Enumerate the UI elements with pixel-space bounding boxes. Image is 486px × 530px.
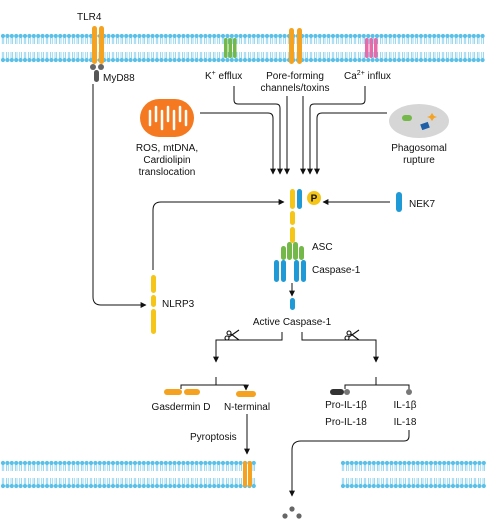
- nlrp3-inflammasome-complex: [290, 189, 302, 243]
- converging-arrows: [200, 86, 387, 175]
- mitochondrion-icon: [140, 99, 194, 137]
- pyroptosis-label: Pyroptosis: [190, 432, 237, 443]
- cleavage-branches: [213, 332, 379, 363]
- tlr4-label: TLR4: [77, 12, 102, 23]
- svg-text:P: P: [311, 194, 318, 205]
- myd88-label: MyD88: [103, 73, 135, 84]
- mature-cytokine: [406, 389, 412, 395]
- cytokine-bracket: [344, 377, 410, 390]
- nterminal-label: N-terminal: [224, 402, 270, 413]
- nek7-label: NEK7: [409, 199, 436, 210]
- scissors-icon-right: [344, 329, 360, 341]
- cytokine-release-arrow: [289, 430, 410, 497]
- asc-label: ASC: [312, 242, 333, 253]
- ros-label-1: ROS, mtDNA,: [136, 143, 198, 154]
- asc-adaptor: [281, 242, 304, 260]
- pore-forming-channel: [289, 28, 302, 64]
- ros-label-2: Cardiolipin: [143, 155, 190, 166]
- il1b-label: IL-1β: [394, 400, 417, 411]
- caspase1-label: Caspase-1: [312, 265, 361, 276]
- nterminal-fragment: [236, 391, 256, 397]
- plasma-membrane-bottom-right: [340, 460, 486, 489]
- nlrp3-to-inflammasome-arrow: [152, 199, 285, 270]
- pore-forming-label-2: channels/toxins: [261, 83, 330, 94]
- plasma-membrane-bottom-left: [0, 460, 256, 489]
- caspase1-zymogen: [274, 260, 306, 282]
- plasma-membrane-top: [0, 33, 485, 63]
- active-caspase1-protein: [290, 298, 295, 310]
- active-caspase1-label: Active Caspase-1: [253, 317, 332, 328]
- phagosomal-label-1: Phagosomal: [391, 143, 447, 154]
- gasdermin-d-protein: [164, 389, 200, 395]
- phagosome-icon: [389, 104, 449, 138]
- myd88-to-nlrp3-arrow: [92, 84, 147, 308]
- ros-label-3: translocation: [139, 167, 196, 178]
- gasdermin-pore: [243, 461, 252, 487]
- nterminal-arrow: [216, 384, 249, 391]
- phosphate-badge: P: [307, 191, 321, 205]
- nlrp3-protein: [151, 275, 156, 334]
- nlrp3-label: NLRP3: [162, 299, 195, 310]
- gasdermin-bracket: [180, 377, 217, 389]
- ca-influx-label: Ca2+ influx: [344, 70, 391, 82]
- myd88-adaptor: [90, 64, 104, 82]
- scissors-icon-left: [224, 329, 240, 341]
- calcium-channel: [365, 38, 378, 58]
- tlr4-receptor: [92, 26, 104, 64]
- phagosomal-label-2: rupture: [403, 155, 435, 166]
- pro-cytokine: [330, 389, 350, 395]
- il18-label: IL-18: [394, 417, 417, 428]
- pro-il18-label: Pro-IL-18: [325, 417, 367, 428]
- nek7-protein: [396, 192, 402, 212]
- potassium-channel: [224, 38, 237, 58]
- pro-il1b-label: Pro-IL-1β: [325, 400, 367, 411]
- released-cytokines: [282, 506, 302, 519]
- pore-forming-label-1: Pore-forming: [266, 71, 324, 82]
- gasdermin-label: Gasdermin D: [152, 402, 211, 413]
- k-efflux-label: K+ efflux: [205, 70, 242, 82]
